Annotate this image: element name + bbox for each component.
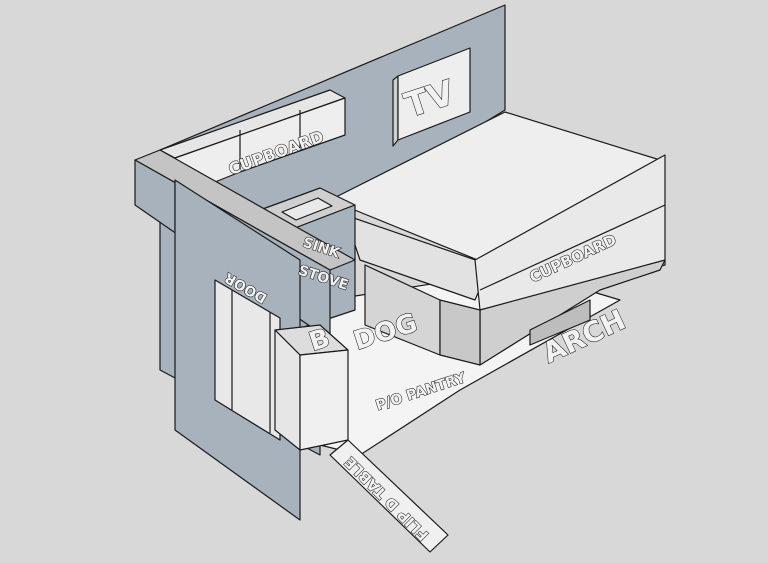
door-frame — [214, 279, 281, 441]
sink-basin — [281, 197, 333, 221]
bed-front-line — [479, 204, 666, 291]
under-bed-arch — [529, 299, 591, 346]
flip-table-label: FLIP D TABLE — [341, 453, 432, 544]
bin-unit-side — [299, 349, 349, 451]
tv-panel — [397, 47, 471, 141]
pantry-box — [439, 299, 481, 366]
bed-front-face — [474, 154, 666, 311]
tv-side — [392, 75, 399, 147]
flip-table — [329, 439, 449, 553]
